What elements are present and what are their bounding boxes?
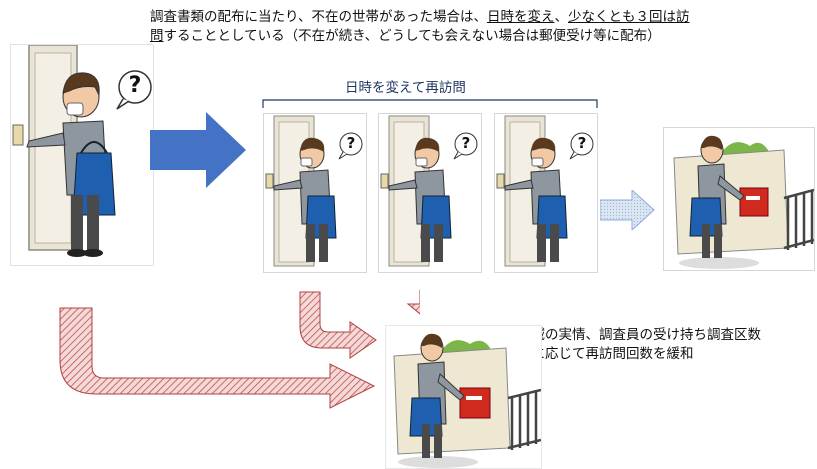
- top-caption-line1: 調査書類の配布に当たり、不在の世帯があった場合は、日時を変え、少なくとも３回は訪: [150, 8, 689, 27]
- caption-underline-change-date: 日時を変え: [486, 9, 555, 25]
- revisit-panel-1: ?: [263, 113, 367, 273]
- side-note-line-1: 地域の実情、調査員の受け持ち調査区数: [518, 327, 761, 343]
- long-red-arrow: [59, 307, 376, 409]
- caption-text-1: 調査書類の配布に当たり、不在の世帯があった場合は、: [150, 9, 487, 25]
- revisit-panel-2: ?: [378, 113, 482, 273]
- question-icon-3: ?: [577, 134, 587, 152]
- red-hatched-arrows: [59, 289, 420, 409]
- mailbox-panel-right: [663, 127, 815, 271]
- first-visit-panel: ?: [10, 44, 154, 266]
- surveyor-small-illustration-3: [496, 115, 594, 267]
- revisit-panel-3: ?: [494, 113, 598, 273]
- short-red-arrow: [299, 291, 377, 359]
- question-icon-large: ?: [128, 73, 142, 98]
- revisit-label: 日時を変えて再訪問: [345, 80, 466, 96]
- big-blue-arrow: [150, 112, 246, 188]
- mailbox-panel-bottom: [385, 325, 542, 469]
- surveyor-mailbox-illustration-right: [673, 135, 814, 269]
- surveyor-small-illustration-2: [380, 115, 478, 267]
- caption-text-3: することとしている（不在が続き、どうしても会えない場合は郵便受け等に配布）: [163, 28, 661, 44]
- surveyor-at-door-illustration: [12, 45, 152, 257]
- question-icon-1: ?: [346, 134, 356, 152]
- surveyor-mailbox-illustration-bottom: [393, 333, 541, 468]
- light-blue-arrow: [600, 190, 655, 230]
- revisit-bracket: [262, 99, 598, 108]
- caption-underline-visit-end: 問: [150, 28, 164, 44]
- surveyor-small-illustration-1: [265, 115, 363, 267]
- question-icon-2: ?: [461, 134, 471, 152]
- top-caption-line2: 問することとしている（不在が続き、どうしても会えない場合は郵便受け等に配布）: [150, 27, 661, 46]
- side-note-line-2: 等に応じて再訪問回数を緩和: [518, 346, 694, 362]
- side-note: 地域の実情、調査員の受け持ち調査区数 等に応じて再訪問回数を緩和: [518, 326, 761, 364]
- caption-underline-three-visits: 少なくとも３回は訪: [567, 9, 690, 25]
- caption-text-2: 、: [554, 9, 568, 25]
- down-red-arrow: [406, 289, 420, 315]
